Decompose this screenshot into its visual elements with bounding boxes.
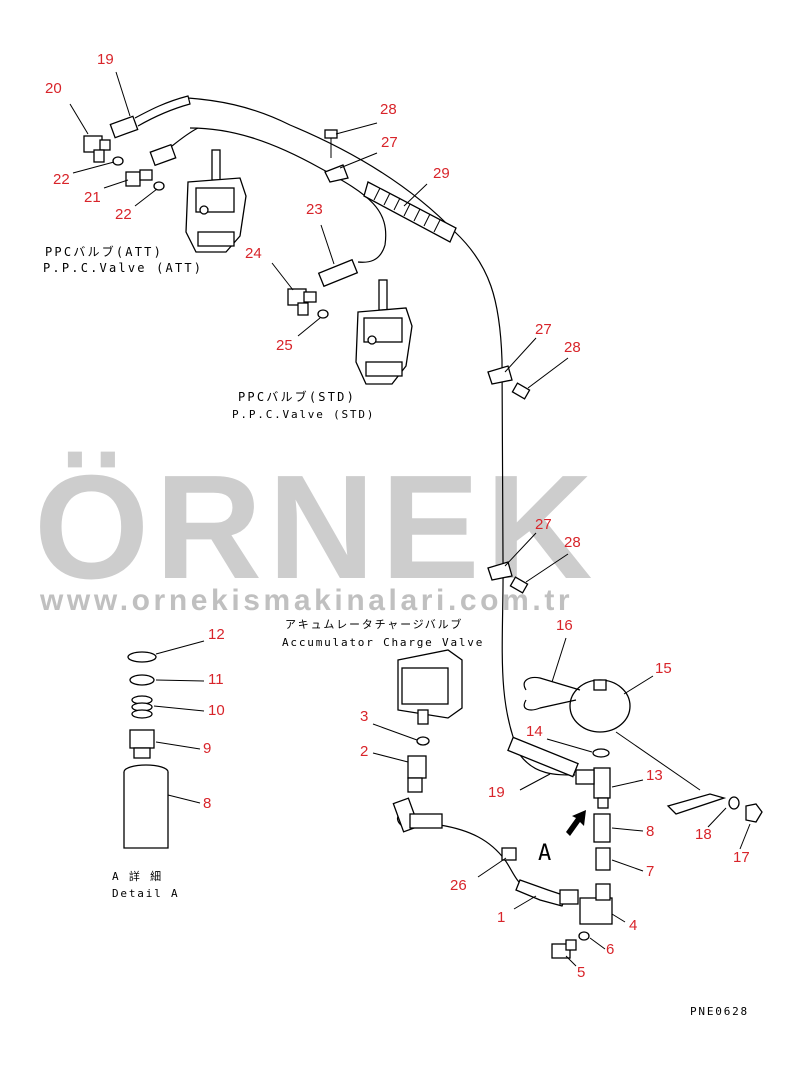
bolt-28-top xyxy=(324,129,338,158)
leader-lines xyxy=(69,71,751,967)
nipple-7 xyxy=(595,847,611,871)
callout-26: 26 xyxy=(450,877,467,894)
label-ppc-std-jp: PPCバルブ(STD) xyxy=(238,389,356,404)
watermark-url: www.ornekismakinalari.com.tr xyxy=(39,584,573,617)
watermark-brand: ÖRNEK xyxy=(34,445,598,610)
callout-28-mid: 28 xyxy=(564,339,581,356)
accumulator-15 xyxy=(569,679,631,733)
hose-end-lower-b xyxy=(559,889,579,905)
clamp-26 xyxy=(501,847,517,861)
bracket-18 xyxy=(666,793,727,815)
callout-2: 2 xyxy=(360,743,368,760)
callout-27-low: 27 xyxy=(535,516,552,533)
hose-1 xyxy=(515,879,567,907)
spring-protector-29 xyxy=(363,181,457,243)
bolt-28-mid xyxy=(511,382,531,400)
elbow-2 xyxy=(407,755,427,793)
callout-8-detail: 8 xyxy=(203,795,211,812)
label-ppc-std-en: P.P.C.Valve (STD) xyxy=(232,408,375,421)
callout-18: 18 xyxy=(695,826,712,843)
callout-28-low: 28 xyxy=(564,534,581,551)
callout-13: 13 xyxy=(646,767,663,784)
callout-10: 10 xyxy=(208,702,225,719)
callout-19-top: 19 xyxy=(97,51,114,68)
label-ppc-att-en: P.P.C.Valve (ATT) xyxy=(43,261,203,275)
nut-17 xyxy=(745,803,763,823)
hose-end-upper xyxy=(149,143,177,167)
snap-ring-12 xyxy=(127,651,157,663)
callout-23: 23 xyxy=(306,201,323,218)
callout-1: 1 xyxy=(497,909,505,926)
cartridge-8 xyxy=(593,813,611,843)
parts xyxy=(83,95,763,959)
callout-11: 11 xyxy=(208,671,224,688)
washer-18 xyxy=(728,796,740,810)
callout-20: 20 xyxy=(45,80,62,97)
fitting-21 xyxy=(125,169,153,187)
poppet-9 xyxy=(129,729,155,759)
callout-22-a: 22 xyxy=(53,171,70,188)
o-ring-22b xyxy=(153,181,165,191)
callout-7: 7 xyxy=(646,863,654,880)
ppc-valve-std xyxy=(355,279,413,385)
o-ring-3 xyxy=(416,736,430,746)
clamp-27-top xyxy=(324,164,349,183)
hose-end-23 xyxy=(317,258,359,288)
tee-13 xyxy=(575,767,611,809)
callout-numbers: 19 20 22 21 22 28 27 29 23 24 25 27 28 2… xyxy=(45,51,750,981)
clamp-27-low xyxy=(487,561,513,581)
hose-end-19-lower xyxy=(507,736,579,778)
callout-22-b: 22 xyxy=(115,206,132,223)
label-ppc-att-jp: PPCバルブ(ATT) xyxy=(45,244,163,259)
label-detail-en: Detail A xyxy=(112,887,179,900)
cartridge-8-detail xyxy=(123,764,169,849)
bolt-28-low xyxy=(509,576,529,594)
callout-8: 8 xyxy=(646,823,654,840)
u-bolt-16 xyxy=(523,676,581,711)
accumulator-charge-valve xyxy=(397,649,463,725)
elbow-24 xyxy=(287,288,317,316)
callout-19-low: 19 xyxy=(488,784,505,801)
ring-11 xyxy=(129,674,155,686)
callout-14: 14 xyxy=(526,723,543,740)
callout-4: 4 xyxy=(629,917,637,934)
callout-6: 6 xyxy=(606,941,614,958)
callout-25: 25 xyxy=(276,337,293,354)
view-arrow-icon xyxy=(566,810,586,836)
callout-9: 9 xyxy=(203,740,211,757)
o-ring-6 xyxy=(578,931,590,941)
label-accum-jp: アキュムレータチャージバルブ xyxy=(285,617,463,631)
fitting-19-top xyxy=(109,95,191,139)
o-ring-25 xyxy=(317,309,329,319)
hose-upper-inner xyxy=(189,127,387,263)
elbow-20 xyxy=(83,135,111,163)
callout-29: 29 xyxy=(433,165,450,182)
plug-5 xyxy=(551,939,577,959)
hose-upper-start xyxy=(171,127,199,147)
hose-sleeve-lower xyxy=(409,813,443,829)
callout-27-top: 27 xyxy=(381,134,398,151)
callout-16: 16 xyxy=(556,617,573,634)
block-4 xyxy=(579,883,613,925)
o-ring-22a xyxy=(112,156,124,166)
view-marker-a: A xyxy=(538,841,553,866)
callout-5: 5 xyxy=(577,964,585,981)
callout-21: 21 xyxy=(84,189,101,206)
callout-17: 17 xyxy=(733,849,750,866)
callout-27-mid: 27 xyxy=(535,321,552,338)
watermark: ÖRNEK www.ornekismakinalari.com.tr xyxy=(34,445,598,617)
o-ring-14 xyxy=(592,748,610,758)
label-accum-en: Accumulator Charge Valve xyxy=(282,636,484,649)
drawing-code: PNE0628 xyxy=(690,1005,749,1018)
text-labels: PPCバルブ(ATT) P.P.C.Valve (ATT) PPCバルブ(STD… xyxy=(43,244,749,1018)
callout-15: 15 xyxy=(655,660,672,677)
callout-3: 3 xyxy=(360,708,368,725)
callout-24: 24 xyxy=(245,245,262,262)
spring-10 xyxy=(131,695,153,719)
callout-12: 12 xyxy=(208,626,225,643)
label-detail-jp: A 詳 細 xyxy=(112,869,163,883)
ppc-valve-att xyxy=(185,149,247,253)
callout-28-top: 28 xyxy=(380,101,397,118)
